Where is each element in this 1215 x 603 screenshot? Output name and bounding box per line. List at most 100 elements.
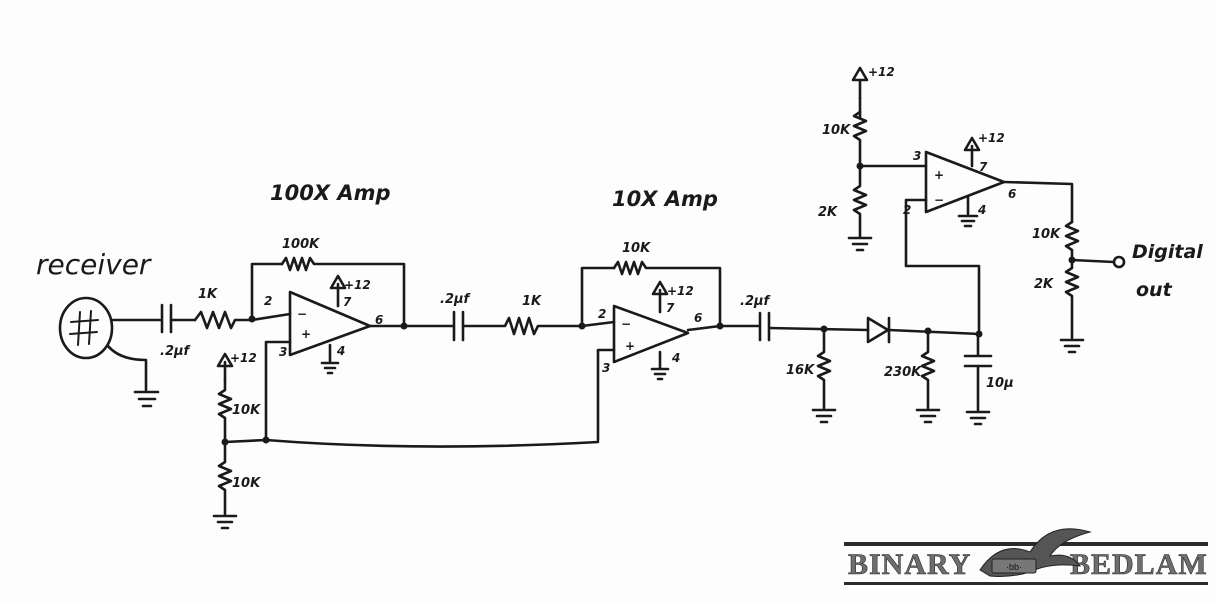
receiver-transducer — [58, 296, 162, 392]
receiver-label: receiver — [36, 248, 152, 281]
amp1-feedback-resistor-value: 100K — [282, 237, 320, 252]
interstage-capacitor-value: .2μf — [440, 292, 472, 307]
comp-pin3: 3 — [913, 149, 921, 163]
amp2-pin7: 7 — [666, 301, 675, 315]
watermark-center-text: ·bb· — [1006, 562, 1022, 572]
amp1-ground — [320, 361, 340, 375]
amp1-noninverting-wire — [264, 340, 292, 442]
ground-16k — [811, 408, 837, 424]
amp1-title: 100X Amp — [270, 181, 391, 205]
capacitor-10u-value: 10μ — [986, 376, 1014, 391]
comp-supply-label: +12 — [978, 131, 1005, 145]
bias-ground — [212, 514, 238, 530]
amp1-supply-arrow — [329, 274, 347, 290]
amp2-title: 10X Amp — [612, 187, 718, 211]
ref-ground — [847, 236, 873, 252]
comp-pin4: 4 — [977, 203, 986, 217]
amp1-opamp — [288, 290, 372, 357]
amp1-supply-label: +12 — [344, 278, 371, 292]
comp-inverting-wire — [904, 198, 981, 336]
comp-minus-sign: − — [934, 193, 944, 207]
amp2-pin6: 6 — [694, 311, 702, 325]
digital-out-label-line2: out — [1136, 279, 1173, 301]
digital-out-terminal — [1112, 255, 1126, 269]
amp2-minus-sign: − — [621, 317, 631, 331]
bias-supply-label: +12 — [230, 351, 257, 365]
amp2-output-wire — [686, 324, 722, 332]
amp1-pin7: 7 — [343, 295, 352, 309]
output-capacitor-value: .2μf — [740, 294, 772, 309]
resistor-230k — [920, 329, 936, 410]
ref-top-resistor — [852, 110, 868, 168]
amp1-feedback-resistor — [280, 256, 406, 328]
watermark-left-text: BINARY — [848, 548, 971, 581]
ref-supply-arrow — [851, 66, 869, 82]
resistor-230k-value: 230K — [884, 365, 922, 380]
amp2-pin4: 4 — [671, 351, 680, 365]
capacitor-10u — [963, 354, 993, 368]
comp-supply-arrow — [963, 136, 981, 152]
amp2-pin3: 3 — [602, 361, 610, 375]
amp2-feedback-resistor-value: 10K — [622, 241, 651, 256]
amp1-plus-sign: + — [301, 327, 311, 341]
amp2-supply-arrow — [651, 280, 669, 296]
interstage-resistor-value: 1K — [522, 294, 542, 309]
bias-top-resistor — [217, 378, 233, 444]
bias-bottom-resistor-value: 10K — [232, 476, 261, 491]
comp-pin6: 6 — [1008, 187, 1016, 201]
amp1-pin3: 3 — [279, 345, 287, 359]
amp2-feedback-resistor — [612, 260, 722, 328]
digital-out-label-line1: Digital — [1132, 241, 1203, 263]
out-top-resistor — [1064, 220, 1080, 262]
comp-pin7: 7 — [979, 160, 988, 174]
resistor-16k — [816, 327, 832, 410]
ground-230k — [915, 408, 941, 424]
amp1-pin4: 4 — [336, 344, 345, 358]
interstage-capacitor — [452, 310, 465, 342]
amp2-noninverting-wire — [596, 348, 616, 442]
comparator-opamp — [924, 150, 1006, 214]
comp-plus-sign: + — [934, 168, 944, 182]
amp2-inverting-wire — [580, 320, 616, 328]
digital-out-wire — [1070, 258, 1116, 264]
dragon-logo: ·bb· — [979, 528, 1092, 577]
amp2-feedback-wire — [580, 266, 616, 328]
interstage-resistor — [461, 316, 584, 336]
out-bottom-resistor-value: 2K — [1034, 277, 1054, 292]
amp2-pin2: 2 — [598, 307, 606, 321]
receiver-ground — [133, 390, 160, 408]
ground-10u — [965, 410, 991, 426]
ref-bottom-resistor — [852, 164, 868, 238]
bias-rail-wire — [223, 438, 600, 448]
input-resistor — [193, 310, 252, 330]
input-resistor-value: 1K — [198, 287, 218, 302]
output-capacitor — [758, 311, 771, 342]
binary-bedlam-watermark: BINARY BEDLAM ·bb· — [844, 528, 1208, 585]
detector-diode — [866, 316, 891, 344]
bias-bottom-resistor — [217, 440, 233, 516]
comp-ground — [957, 214, 979, 228]
resistor-16k-value: 16K — [786, 363, 815, 378]
amp2-plus-sign: + — [625, 339, 635, 353]
detector-wire — [767, 326, 870, 332]
bias-supply-arrow — [216, 352, 234, 368]
ref-bottom-resistor-value: 2K — [818, 205, 838, 220]
amp2-supply-label: +12 — [667, 284, 694, 298]
amp2-opamp — [612, 304, 690, 364]
ref-supply-label: +12 — [868, 65, 895, 79]
amp1-feedback-wire — [250, 262, 284, 322]
input-capacitor-value: .2μf — [160, 344, 192, 359]
amp1-pin2: 2 — [264, 294, 272, 308]
out-ground — [1059, 338, 1085, 354]
input-capacitor — [160, 303, 197, 334]
amp1-pin6: 6 — [375, 313, 383, 327]
amp2-ground — [650, 367, 670, 381]
comp-output-wire — [1002, 180, 1074, 224]
amp1-inverting-wire — [250, 312, 292, 322]
out-bottom-resistor — [1064, 258, 1080, 340]
amp1-minus-sign: − — [297, 307, 307, 321]
ref-top-resistor-value: 10K — [822, 123, 851, 138]
watermark-right-text: BEDLAM — [1070, 548, 1208, 581]
bias-top-resistor-value: 10K — [232, 403, 261, 418]
